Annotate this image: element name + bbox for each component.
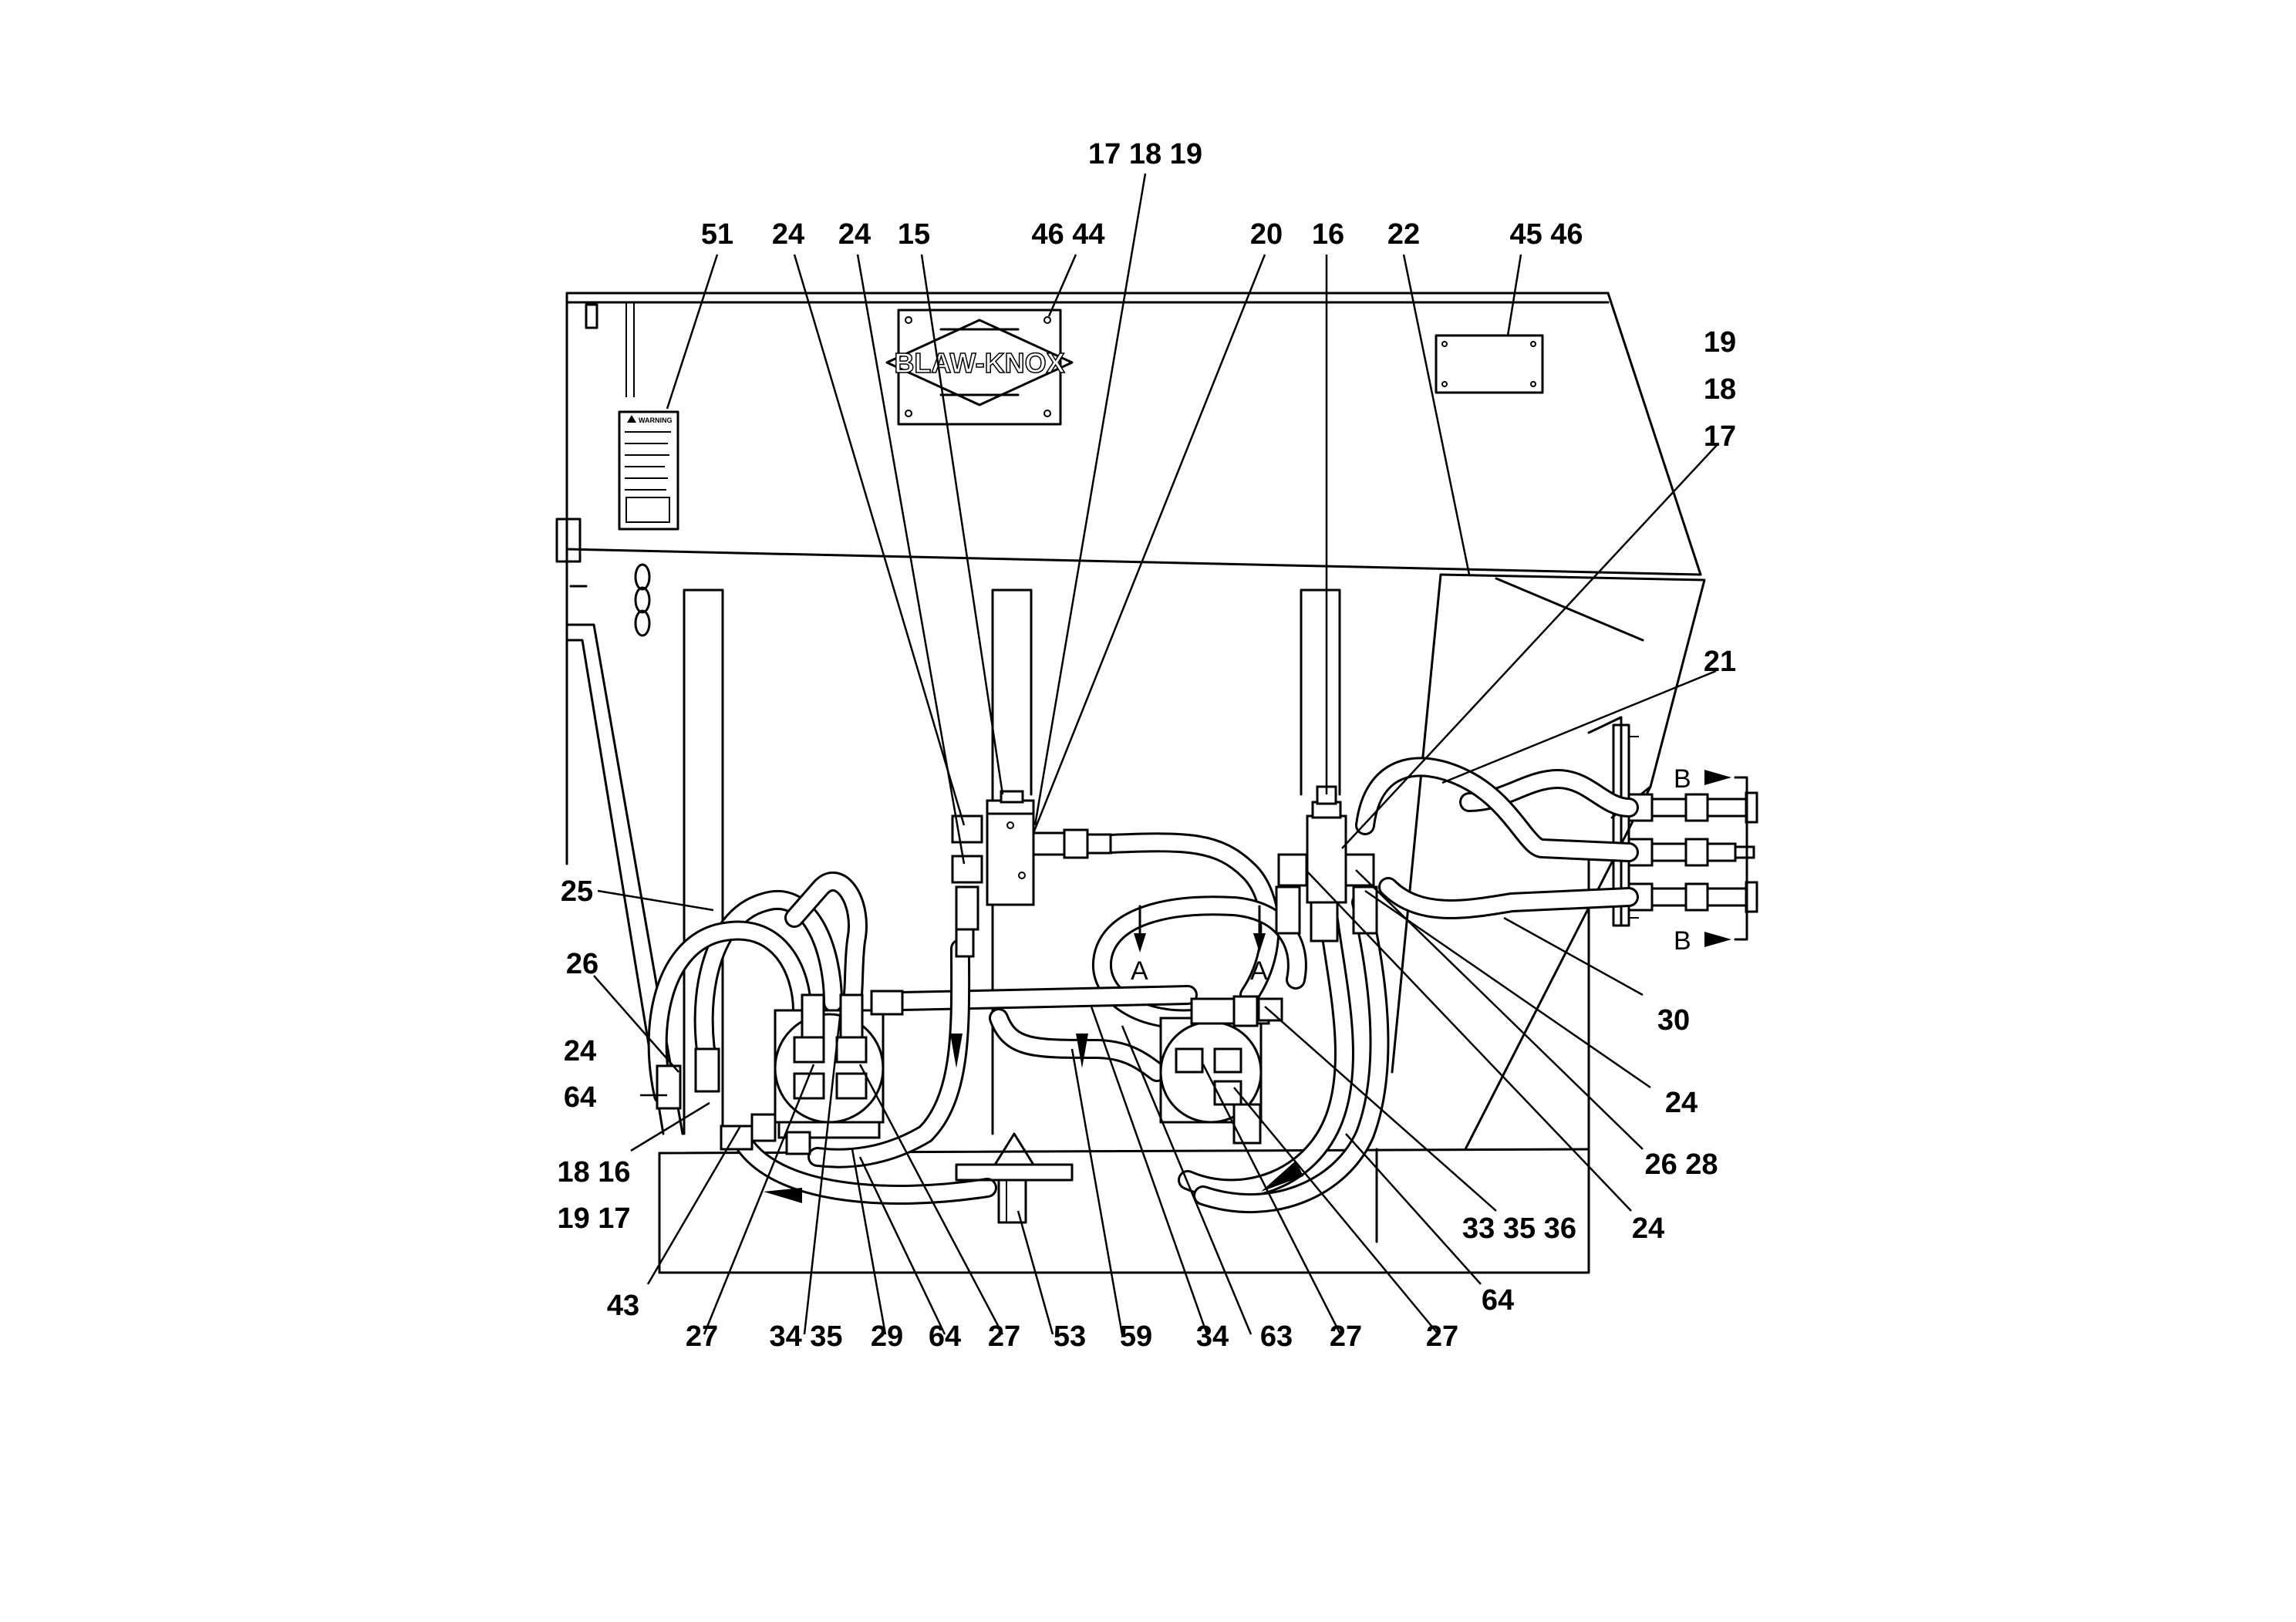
warning-decal-heading: WARNING xyxy=(639,416,673,424)
serial-plate xyxy=(1435,334,1544,394)
callout-27-c: 27 xyxy=(1330,1320,1362,1353)
section-label-b-top: B xyxy=(1674,764,1691,794)
callout-27-d: 27 xyxy=(1426,1320,1458,1353)
callout-24-c: 24 xyxy=(1632,1212,1664,1245)
callout-18-right: 18 xyxy=(1704,373,1736,406)
warning-decal: WARNING xyxy=(618,410,679,531)
callout-64-left: 64 xyxy=(564,1081,596,1114)
right-valve-block xyxy=(1275,785,1378,943)
callout-21: 21 xyxy=(1704,646,1736,678)
callout-24-b: 24 xyxy=(838,218,871,251)
callout-64-c: 64 xyxy=(1482,1284,1514,1317)
callout-22: 22 xyxy=(1387,218,1420,251)
callout-17-18-19-top: 17 18 19 xyxy=(1088,138,1202,170)
left-fittings xyxy=(656,1047,811,1155)
callout-19-right: 19 xyxy=(1704,326,1736,359)
quick-couplers xyxy=(1627,776,1758,941)
coupler-row xyxy=(1627,881,1758,913)
left-side-chute xyxy=(555,302,684,1135)
callout-18-16: 18 16 xyxy=(557,1156,630,1189)
callout-51: 51 xyxy=(701,218,733,251)
callout-labels: 17 18 19 51 24 24 15 46 44 20 16 22 45 4… xyxy=(557,138,1736,1353)
callout-16-top: 16 xyxy=(1312,218,1344,251)
coupler-row xyxy=(1627,838,1755,867)
section-label-a-right: A xyxy=(1250,956,1268,986)
callout-64-b: 64 xyxy=(929,1320,961,1353)
center-manifold xyxy=(951,790,1112,958)
blaw-knox-logo-plate: BLAW-KNOX xyxy=(885,309,1074,426)
callout-27-a: 27 xyxy=(686,1320,718,1353)
flow-arrows xyxy=(764,1034,1303,1203)
callout-33-35-36: 33 35 36 xyxy=(1462,1212,1576,1245)
callout-26-left: 26 xyxy=(566,948,598,980)
callout-20: 20 xyxy=(1250,218,1283,251)
callout-27-b: 27 xyxy=(988,1320,1020,1353)
callout-24-left: 24 xyxy=(564,1035,596,1067)
section-mark-a: A A xyxy=(1131,905,1268,986)
left-pump-motor xyxy=(774,990,904,1139)
hoses xyxy=(647,757,1639,1214)
section-mark-b: B B xyxy=(1674,764,1731,956)
callout-25: 25 xyxy=(561,875,593,908)
hitch-bracket xyxy=(955,1132,1074,1224)
callout-63: 63 xyxy=(1260,1320,1293,1353)
callout-34-b: 34 xyxy=(1196,1320,1229,1353)
callout-24-a: 24 xyxy=(772,218,804,251)
section-label-a-left: A xyxy=(1131,956,1148,986)
right-pump-motor xyxy=(1159,995,1283,1145)
coupler-row xyxy=(1627,791,1758,824)
blaw-knox-logo-text: BLAW-KNOX xyxy=(894,347,1064,379)
section-label-b-bottom: B xyxy=(1674,926,1691,956)
callout-34-35: 34 35 xyxy=(769,1320,842,1353)
callout-30: 30 xyxy=(1657,1004,1690,1037)
callout-59: 59 xyxy=(1120,1320,1152,1353)
callout-15: 15 xyxy=(898,218,930,251)
leader-lines xyxy=(593,173,1719,1335)
callout-46-44: 46 44 xyxy=(1031,218,1104,251)
callout-53: 53 xyxy=(1054,1320,1086,1353)
callout-43: 43 xyxy=(607,1290,639,1322)
callout-26-28: 26 28 xyxy=(1644,1148,1718,1181)
callout-29: 29 xyxy=(871,1320,903,1353)
callout-45-46: 45 46 xyxy=(1509,218,1583,251)
callout-19-17: 19 17 xyxy=(557,1202,630,1235)
callout-17-right: 17 xyxy=(1704,420,1736,453)
callout-24-d: 24 xyxy=(1665,1087,1698,1119)
